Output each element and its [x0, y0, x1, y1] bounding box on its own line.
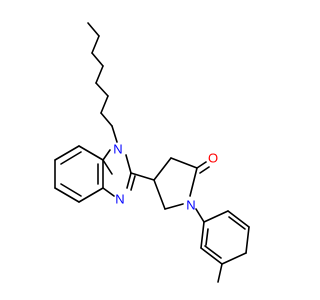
imidazole-bond [126, 172, 132, 189]
imidazole-bond [130, 175, 136, 191]
benzene-bond [54, 187, 80, 203]
benzene-bond [60, 151, 82, 165]
pyrrolidinone-bond [153, 157, 172, 181]
nitrogen-atom-label: N [186, 198, 195, 213]
pyrrolidinone-bond [170, 157, 198, 169]
tolyl-bond [200, 247, 223, 265]
pyrrolidinone-bond [164, 203, 184, 210]
methyl-bond [217, 263, 223, 283]
structure-canvas: N N N O [54, 22, 250, 283]
benzene-bond [54, 145, 80, 161]
benzene-bond [78, 187, 104, 203]
imidazole-bond [102, 159, 113, 175]
tolyl-bond [200, 221, 205, 249]
atom-label-layer: N N N O [113, 142, 218, 213]
pyrrolidinone-bond [189, 167, 198, 197]
octyl-bond [87, 22, 100, 37]
octyl-bond [95, 65, 104, 84]
octyl-bond [111, 125, 118, 143]
tolyl-bond [205, 228, 209, 246]
benzene-bond [60, 183, 82, 197]
tolyl-bond [228, 216, 246, 230]
octyl-bond [95, 82, 109, 97]
molecule-drawing: N N N O [54, 22, 250, 283]
pyrrolidinone-bond [153, 179, 166, 210]
aryl-bond [195, 208, 205, 223]
carbonyl-bond [199, 166, 210, 174]
benzene-bond [78, 145, 104, 161]
tolyl-bond [227, 210, 250, 228]
nitrogen-atom-label: N [115, 192, 124, 207]
tolyl-bond [203, 210, 229, 223]
bond-layer [54, 22, 250, 283]
imidazole-bond [125, 154, 132, 174]
nitrogen-atom-label: N [113, 142, 122, 157]
octyl-bond [91, 52, 104, 67]
octyl-bond [100, 112, 113, 127]
linker-bond [130, 172, 155, 181]
octyl-bond [100, 95, 109, 114]
oxygen-atom-label: O [208, 151, 218, 166]
imidazole-bond [102, 149, 111, 161]
tolyl-bond [245, 226, 250, 254]
tolyl-bond [221, 252, 247, 265]
imidazole-bond [102, 187, 115, 197]
carbonyl-bond [196, 161, 207, 169]
tolyl-bond [204, 245, 222, 259]
octyl-bond [91, 35, 100, 54]
